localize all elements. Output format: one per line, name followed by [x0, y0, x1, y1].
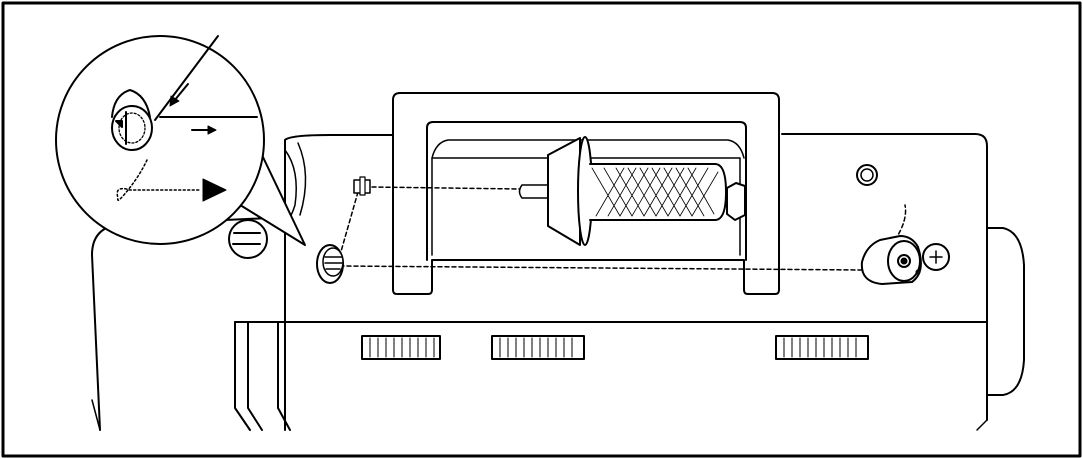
tension-disc — [316, 244, 344, 284]
thread-loop — [116, 159, 201, 201]
dial-left — [361, 335, 441, 360]
thread-winding — [591, 167, 719, 217]
detail-callout — [55, 35, 306, 246]
dial-right — [775, 335, 869, 360]
stitch-knob — [228, 219, 268, 259]
front-dials — [361, 335, 869, 360]
spool-pin-socket — [856, 164, 878, 186]
thread-eyelet — [111, 89, 153, 151]
dial-middle — [491, 335, 585, 360]
handwheel — [986, 227, 1025, 396]
arrow-right — [191, 125, 217, 135]
bobbin-winder — [860, 235, 950, 285]
callout-circle — [55, 35, 265, 245]
thread-spool — [518, 136, 746, 246]
arrow-down-left — [169, 83, 189, 107]
play-arrow — [202, 178, 227, 202]
